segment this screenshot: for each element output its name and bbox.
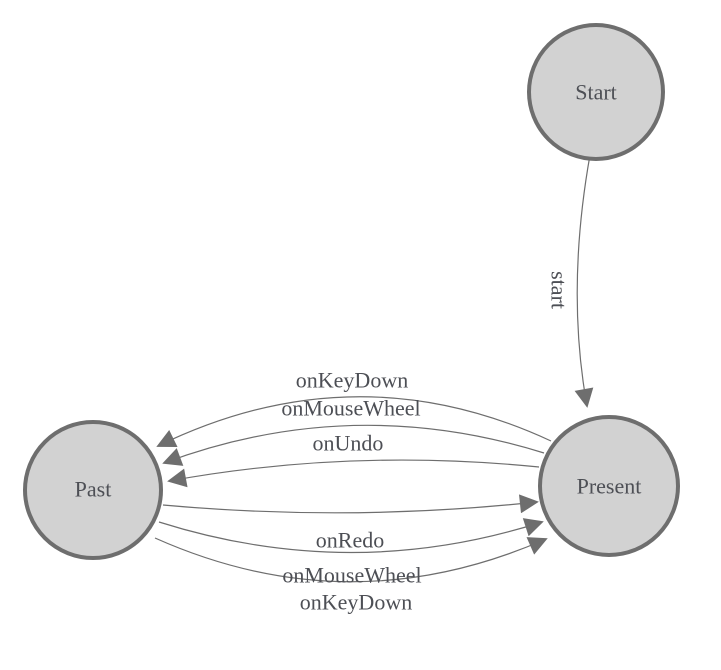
nodes-layer: Start Past Present bbox=[23, 23, 680, 560]
node-present-label: Present bbox=[577, 474, 642, 499]
node-past-circle bbox=[23, 420, 163, 560]
edge-labels-layer: start onKeyDown onMouseWheel onUndo onRe… bbox=[281, 271, 571, 614]
node-present: Present bbox=[538, 415, 680, 557]
edge-present-to-past-onmousewheel bbox=[162, 424, 545, 466]
edge-start-to-present bbox=[574, 154, 594, 408]
edge-label-onmousewheel-lower: onMouseWheel bbox=[282, 563, 421, 588]
node-start-circle bbox=[527, 23, 665, 161]
edge-label-onundo: onUndo bbox=[313, 431, 384, 456]
edge-past-to-present-onkeydown bbox=[154, 537, 548, 583]
node-past-label: Past bbox=[75, 477, 112, 502]
edge-present-to-past-onundo bbox=[167, 459, 540, 488]
node-start-label: Start bbox=[575, 80, 617, 105]
edge-label-onredo: onRedo bbox=[316, 528, 384, 553]
edge-label-onkeydown-lower: onKeyDown bbox=[300, 590, 412, 615]
edge-label-onkeydown-upper: onKeyDown bbox=[296, 368, 408, 393]
edge-label-start: start bbox=[547, 271, 572, 309]
edge-present-to-past-onkeydown bbox=[156, 396, 552, 448]
node-past: Past bbox=[23, 420, 163, 560]
node-start: Start bbox=[527, 23, 665, 161]
edge-past-to-present-onmousewheel bbox=[158, 518, 544, 554]
edges-layer bbox=[154, 154, 594, 583]
node-present-circle bbox=[538, 415, 680, 557]
edge-label-onmousewheel-upper: onMouseWheel bbox=[281, 396, 420, 421]
edge-past-to-present-onredo bbox=[162, 494, 539, 514]
